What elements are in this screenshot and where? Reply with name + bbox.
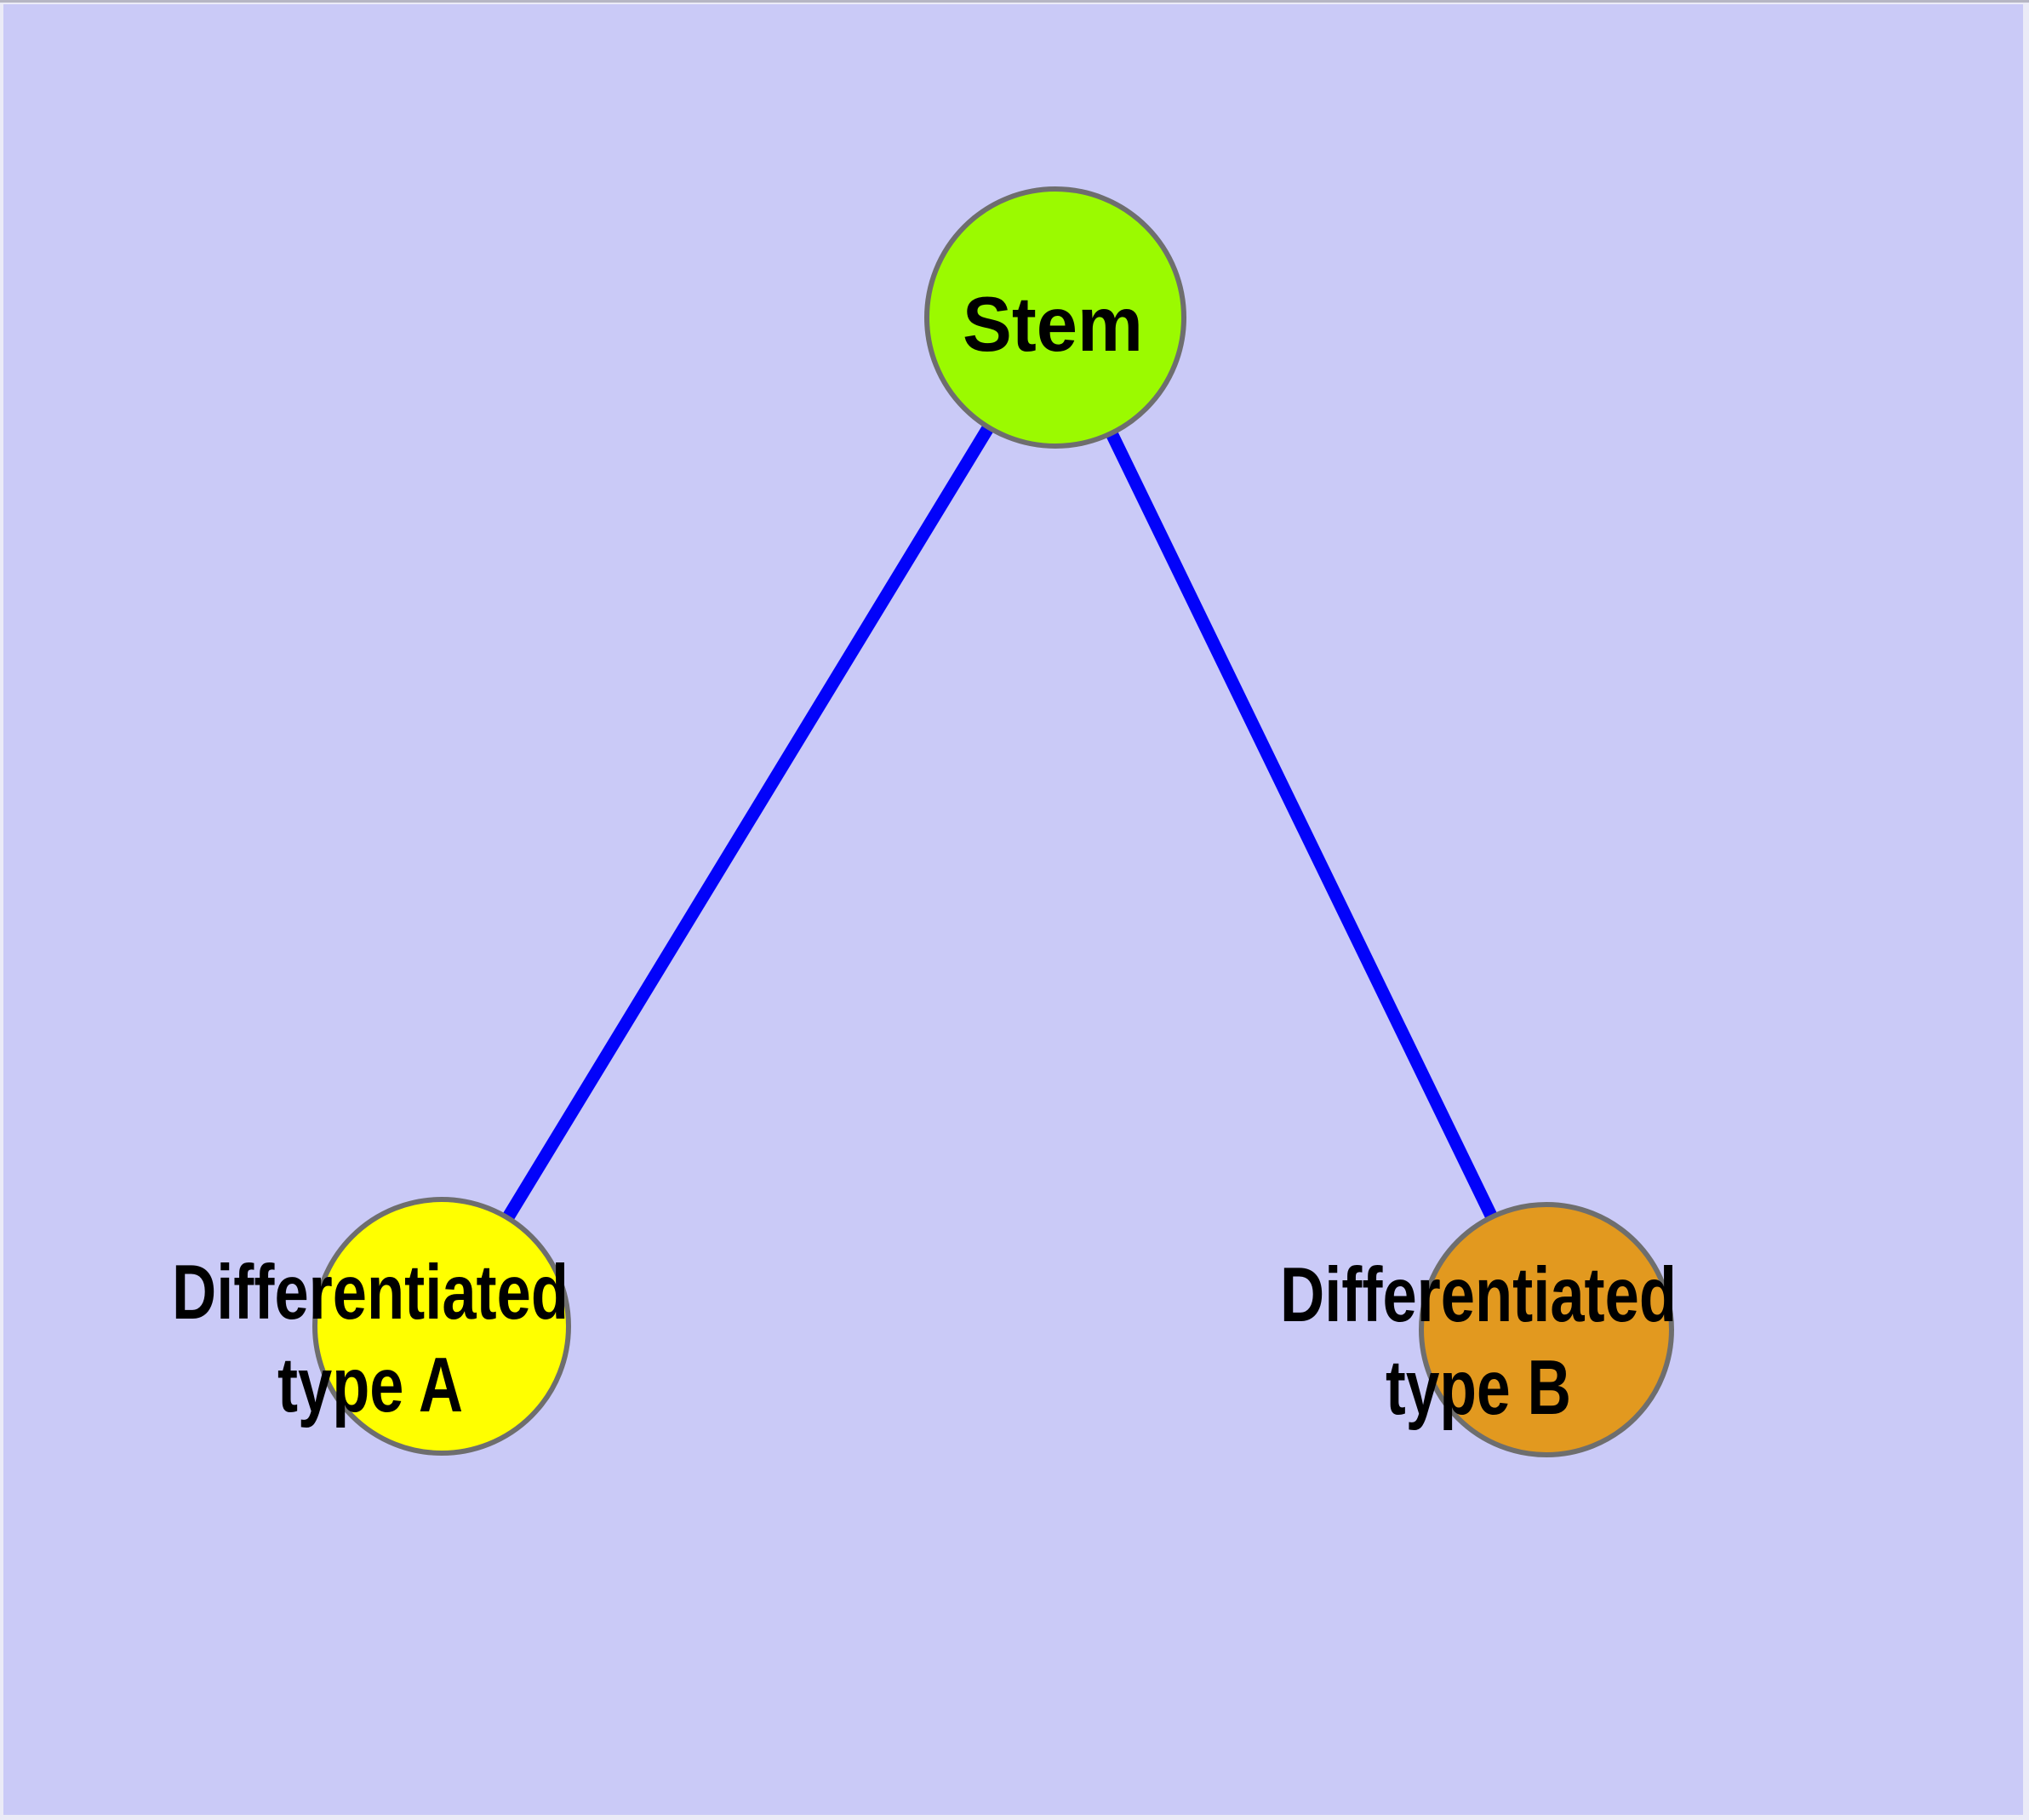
node-typeA-label-line2: type A bbox=[277, 1342, 463, 1428]
node-typeA-circle bbox=[312, 1197, 571, 1456]
node-stem-circle bbox=[924, 186, 1186, 449]
edge-stem-to-typeB bbox=[1049, 314, 1552, 1333]
node-typeB-circle bbox=[1419, 1202, 1674, 1457]
edge-stem-to-typeA bbox=[436, 314, 1061, 1330]
node-typeB-label-line2: type B bbox=[1386, 1345, 1571, 1431]
node-stem-label: Stem bbox=[963, 282, 1143, 368]
top-hairline bbox=[0, 0, 2029, 3]
node-typeB-label-line1: Differentiated bbox=[1280, 1252, 1677, 1338]
node-typeA-label-line1: Differentiated bbox=[172, 1250, 569, 1336]
